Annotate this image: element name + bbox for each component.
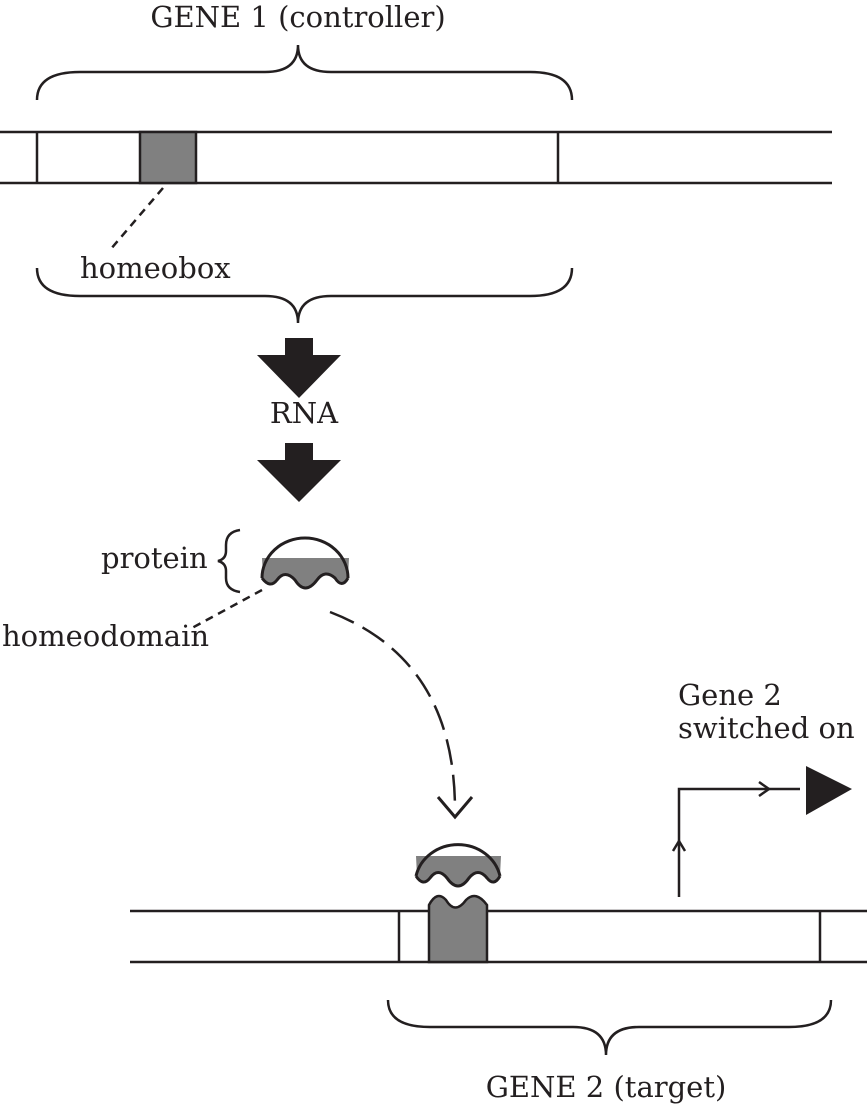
transcription-start-arrow [671, 766, 852, 897]
homeobox-region [138, 130, 198, 185]
gene2-switched-on-label-line2: switched on [678, 711, 855, 745]
transcription-arrow [257, 338, 341, 398]
binding-site-region [427, 894, 489, 964]
protein-travel-path [329, 610, 457, 811]
protein-travel-arrowhead [436, 796, 474, 820]
gene1-top-brace [35, 44, 574, 101]
rna-label: RNA [270, 396, 339, 430]
gene1-bottom-brace [35, 267, 574, 324]
homeodomain-label: homeodomain [2, 619, 209, 653]
translation-arrow [257, 443, 341, 502]
gene2-dna [130, 894, 867, 964]
protein-top [260, 536, 350, 590]
protein-bound [414, 843, 502, 888]
homeobox-pointer [109, 187, 164, 251]
gene2-switched-on-label-line1: Gene 2 [678, 678, 782, 712]
protein-label: protein [101, 541, 208, 575]
gene1-dna [0, 130, 832, 185]
gene1-label: GENE 1 (controller) [150, 0, 445, 34]
gene2-brace [386, 999, 833, 1056]
homeobox-label: homeobox [80, 251, 231, 285]
gene2-label: GENE 2 (target) [486, 1070, 727, 1104]
protein-brace [217, 528, 241, 594]
